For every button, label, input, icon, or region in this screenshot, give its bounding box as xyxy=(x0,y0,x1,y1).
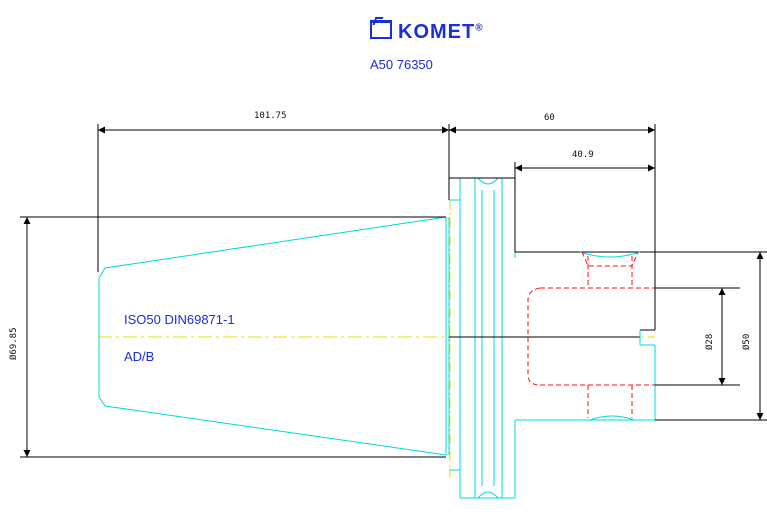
part-code: A50 76350 xyxy=(370,57,433,72)
spec-form: AD/B xyxy=(124,349,154,364)
dimension-lines xyxy=(23,126,764,457)
dim-outer-diameter: Ø50 xyxy=(741,334,752,350)
extension-lines xyxy=(20,124,767,458)
spec-standard: ISO50 DIN69871-1 xyxy=(124,312,235,327)
dim-overall-right: 60 xyxy=(544,113,555,123)
dim-taper-length: 101.75 xyxy=(254,111,287,121)
hidden-bore xyxy=(527,251,655,418)
shank-body xyxy=(448,177,656,498)
trademark-symbol: ® xyxy=(475,22,484,34)
komet-mark-icon xyxy=(370,20,392,39)
logo: KOMET® xyxy=(370,20,484,44)
brand-name: KOMET xyxy=(398,21,476,43)
dim-bore-diameter: Ø28 xyxy=(704,334,715,350)
dim-taper-diameter: Ø69.85 xyxy=(8,327,19,360)
flange-outline xyxy=(449,177,516,499)
taper-outline xyxy=(98,216,450,456)
dim-collar-length: 40.9 xyxy=(572,150,594,160)
